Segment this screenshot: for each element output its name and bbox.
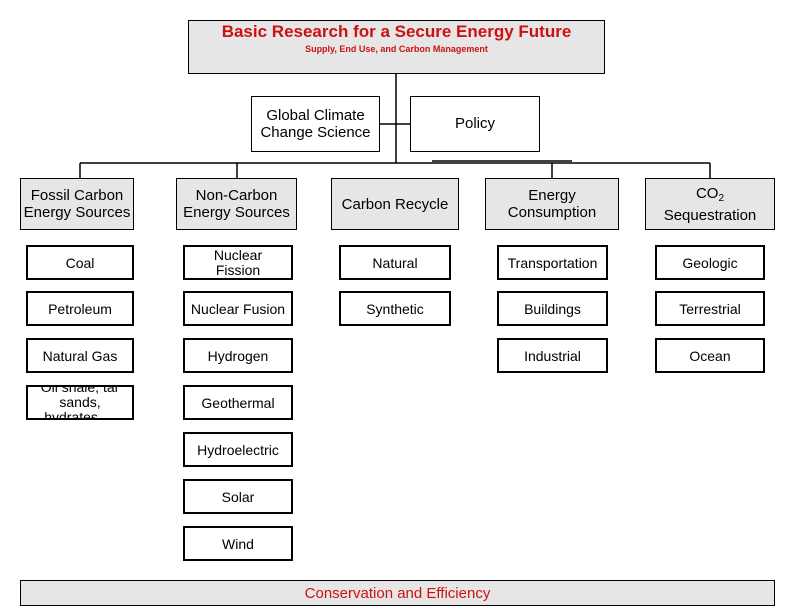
item-industrial-label: Industrial bbox=[524, 347, 581, 364]
diagram-title: Basic Research for a Secure Energy Futur… bbox=[221, 22, 572, 41]
header-carbon-recycle: Carbon Recycle bbox=[331, 178, 459, 230]
item-coal-label: Coal bbox=[65, 254, 95, 271]
diagram-subtitle: Supply, End Use, and Carbon Management bbox=[305, 44, 488, 54]
item-synthetic-label: Synthetic bbox=[366, 300, 424, 317]
climate-science-box: Global Climate Change Science bbox=[251, 96, 380, 152]
policy-box: Policy bbox=[410, 96, 540, 152]
co2-prefix: CO bbox=[695, 184, 719, 202]
item-ocean: Ocean bbox=[655, 338, 765, 373]
co2-suffix: Sequestration bbox=[663, 206, 757, 224]
item-wind-label: Wind bbox=[222, 535, 254, 552]
item-industrial: Industrial bbox=[497, 338, 608, 373]
item-oil-shale: Oil shale, tar sands, hydrates,… bbox=[26, 385, 134, 420]
item-ocean-label: Ocean bbox=[689, 347, 731, 364]
item-petroleum-label: Petroleum bbox=[48, 300, 112, 317]
header-co2-sequestration: CO2 Sequestration bbox=[645, 178, 775, 230]
header-energy-consumption: Energy Consumption bbox=[485, 178, 619, 230]
item-natural-gas: Natural Gas bbox=[26, 338, 134, 373]
header-energy-consumption-label: Energy Consumption bbox=[507, 187, 597, 221]
header-fossil-carbon-label: Fossil Carbon Energy Sources bbox=[23, 187, 131, 221]
item-natural: Natural bbox=[339, 245, 451, 280]
header-fossil-carbon: Fossil Carbon Energy Sources bbox=[20, 178, 134, 230]
header-co2-sequestration-label: CO2 Sequestration bbox=[664, 185, 757, 224]
item-transportation-label: Transportation bbox=[507, 254, 598, 271]
item-hydroelectric-label: Hydroelectric bbox=[197, 441, 279, 458]
item-nuclear-fission-label: Nuclear Fission bbox=[213, 246, 263, 278]
policy-label: Policy bbox=[454, 115, 495, 132]
item-geothermal: Geothermal bbox=[183, 385, 293, 420]
item-geologic-label: Geologic bbox=[682, 254, 738, 271]
item-terrestrial-label: Terrestrial bbox=[679, 300, 741, 317]
item-transportation: Transportation bbox=[497, 245, 608, 280]
item-buildings-label: Buildings bbox=[524, 300, 581, 317]
item-wind: Wind bbox=[183, 526, 293, 561]
item-solar-label: Solar bbox=[221, 488, 255, 505]
co2-subscript: 2 bbox=[718, 192, 725, 204]
item-solar: Solar bbox=[183, 479, 293, 514]
item-nuclear-fusion-label: Nuclear Fusion bbox=[190, 300, 286, 317]
item-natural-label: Natural bbox=[372, 254, 418, 271]
title-box: Basic Research for a Secure Energy Futur… bbox=[188, 20, 605, 74]
item-nuclear-fusion: Nuclear Fusion bbox=[183, 291, 293, 326]
header-non-carbon: Non-Carbon Energy Sources bbox=[176, 178, 297, 230]
conservation-efficiency-bar: Conservation and Efficiency bbox=[20, 580, 775, 606]
climate-science-label: Global Climate Change Science bbox=[260, 107, 371, 141]
item-hydroelectric: Hydroelectric bbox=[183, 432, 293, 467]
item-nuclear-fission: Nuclear Fission bbox=[183, 245, 293, 280]
item-buildings: Buildings bbox=[497, 291, 608, 326]
item-geothermal-label: Geothermal bbox=[201, 394, 275, 411]
header-carbon-recycle-label: Carbon Recycle bbox=[341, 195, 449, 213]
item-natural-gas-label: Natural Gas bbox=[42, 347, 118, 364]
item-geologic: Geologic bbox=[655, 245, 765, 280]
item-coal: Coal bbox=[26, 245, 134, 280]
item-oil-shale-label: Oil shale, tar sands, hydrates,… bbox=[40, 385, 120, 420]
item-terrestrial: Terrestrial bbox=[655, 291, 765, 326]
header-non-carbon-label: Non-Carbon Energy Sources bbox=[183, 187, 290, 221]
item-synthetic: Synthetic bbox=[339, 291, 451, 326]
conservation-efficiency-label: Conservation and Efficiency bbox=[304, 585, 491, 602]
item-petroleum: Petroleum bbox=[26, 291, 134, 326]
item-hydrogen: Hydrogen bbox=[183, 338, 293, 373]
item-hydrogen-label: Hydrogen bbox=[207, 347, 269, 364]
